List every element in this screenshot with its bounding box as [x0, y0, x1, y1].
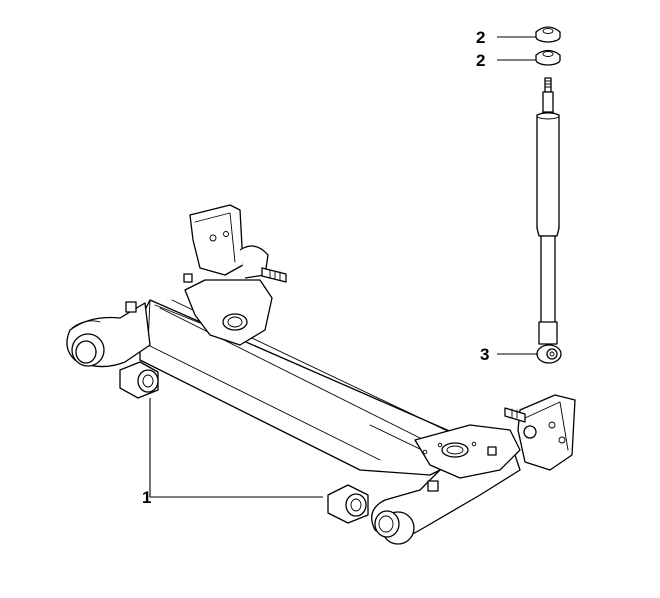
- rear-axle-beam: [66, 204, 576, 545]
- callout-3-label: 3: [480, 345, 489, 364]
- left-bushing: [119, 361, 159, 399]
- shock-absorber: [535, 26, 562, 364]
- callout-2-label-lower: 2: [476, 51, 485, 70]
- left-spring-seat: [184, 279, 273, 346]
- right-bushing: [327, 484, 369, 524]
- left-shock-bracket: [189, 204, 244, 276]
- lower-washer: [535, 49, 561, 66]
- upper-washer: [535, 26, 561, 43]
- right-shock-bracket: [517, 394, 576, 471]
- callout-1-label: 1: [142, 488, 151, 507]
- callout-2-label-upper: 2: [476, 28, 485, 47]
